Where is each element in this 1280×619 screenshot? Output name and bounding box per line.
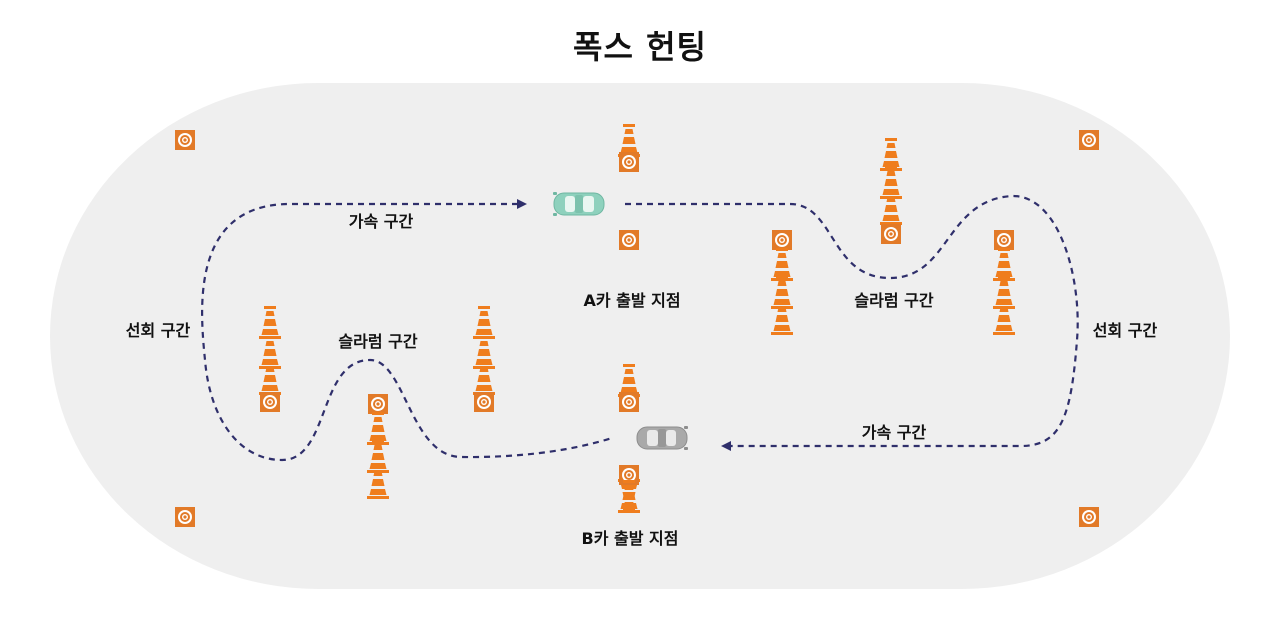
track-surface [50,83,1230,589]
target-marker-icon [994,230,1014,250]
slalom-zone-label-left: 슬라럼 구간 [338,332,418,351]
target-marker-icon [175,507,195,527]
target-marker-icon [619,392,639,412]
turn-zone-label-left: 선회 구간 [125,321,191,340]
target-marker-icon [881,224,901,244]
target-marker-icon [619,152,639,172]
target-marker-icon [474,392,494,412]
target-marker-icon [368,394,388,414]
target-marker-icon [619,230,639,250]
target-marker-icon [1079,130,1099,150]
target-marker-icon [772,230,792,250]
accel-zone-label-top: 가속 구간 [348,212,414,231]
start-point-b-label: B카 출발 지점 [581,529,679,548]
start-point-a-label: A카 출발 지점 [583,291,681,310]
slalom-zone-label-right: 슬라럼 구간 [854,291,934,310]
arrowhead-icon [517,199,527,209]
driving-path [201,202,613,462]
driving-path-upper-right [625,194,1079,448]
diagram-title: 폭스 헌팅 [573,28,707,66]
target-marker-icon [1079,507,1099,527]
turn-zone-label-right: 선회 구간 [1092,321,1158,340]
target-marker-icon [175,130,195,150]
car-a-icon [553,192,605,216]
target-marker-icon [260,392,280,412]
accel-zone-label-bottom: 가속 구간 [861,423,927,442]
car-b-icon [636,426,688,450]
arrowhead-icon [721,441,731,451]
